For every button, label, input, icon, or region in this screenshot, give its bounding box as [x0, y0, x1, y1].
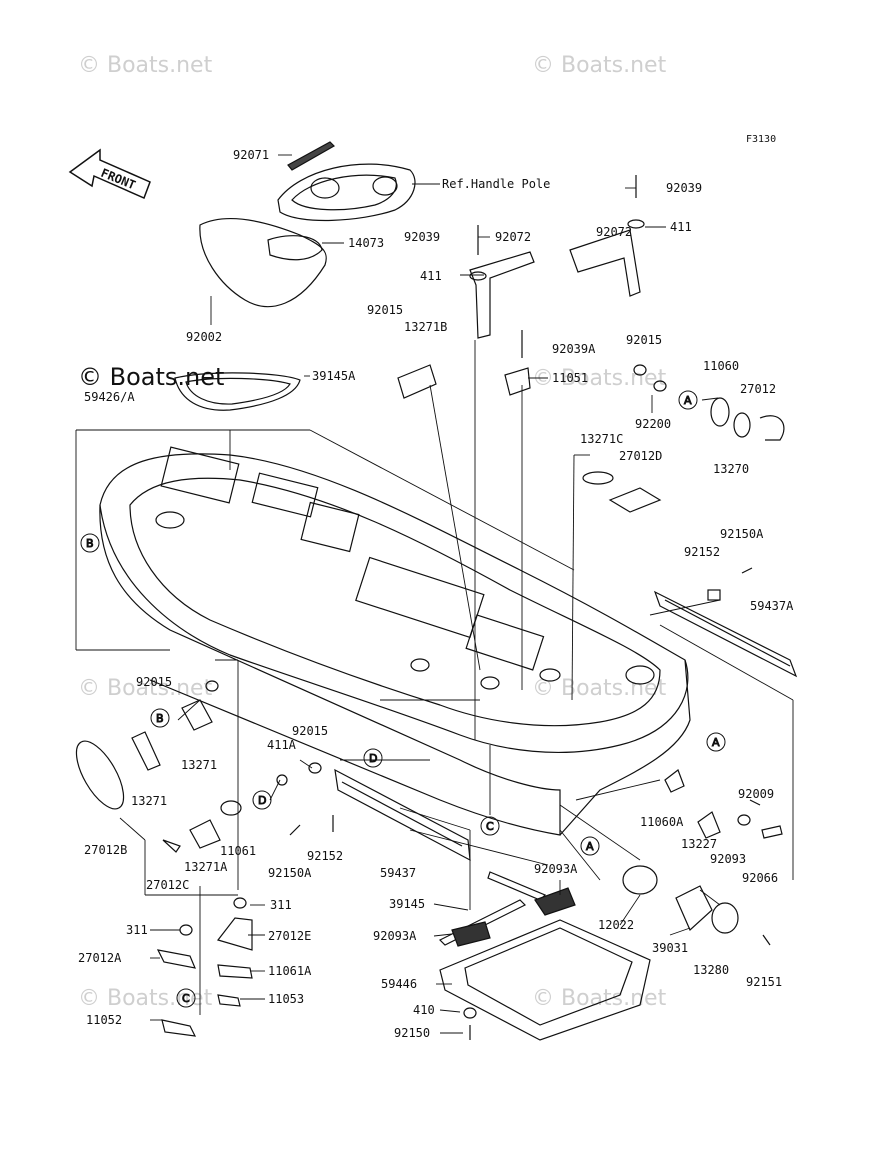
- part-label: 13280: [693, 963, 729, 977]
- part-label: 92066: [742, 871, 778, 885]
- part-label: 92072: [495, 230, 531, 244]
- part-label: 92072: [596, 225, 632, 239]
- part-label: 27012B: [84, 843, 127, 857]
- part-label: 92093: [710, 852, 746, 866]
- part-label: 92152: [684, 545, 720, 559]
- part-label: 92002: [186, 330, 222, 344]
- part-label: 11053: [268, 992, 304, 1006]
- part-label: 27012A: [78, 951, 122, 965]
- ref-handle-pole: Ref.Handle Pole: [442, 177, 550, 191]
- part-label: 92071: [233, 148, 269, 162]
- part-label: 14073: [348, 236, 384, 250]
- watermark: © Boats.net: [532, 676, 667, 701]
- part-label: 411: [670, 220, 692, 234]
- part-label: 92015: [136, 675, 172, 689]
- front-arrow-icon: FRONT: [68, 148, 151, 200]
- circle-letter: D: [369, 752, 377, 765]
- part-label: 59437A: [750, 599, 794, 613]
- part-label: 11060: [703, 359, 739, 373]
- part-label: 13271: [131, 794, 167, 808]
- part-label: 92151: [746, 975, 782, 989]
- circle-letter: A: [586, 840, 594, 853]
- circle-letter: A: [684, 394, 692, 407]
- circle-letter: B: [86, 537, 94, 550]
- part-label: 92015: [367, 303, 403, 317]
- part-label: 92150A: [720, 527, 764, 541]
- part-label: 39145: [389, 897, 425, 911]
- part-label: 13271A: [184, 860, 228, 874]
- part-label: 92093A: [373, 929, 417, 943]
- circle-letter: C: [486, 820, 494, 833]
- part-label: 11060A: [640, 815, 684, 829]
- watermark: © Boats.net: [532, 986, 667, 1011]
- part-label: 411A: [267, 738, 297, 752]
- part-label: 92039: [404, 230, 440, 244]
- part-label: 11061: [220, 844, 256, 858]
- part-label: 311: [270, 898, 292, 912]
- watermark: © Boats.net: [78, 53, 213, 78]
- hull-drawing: [75, 141, 798, 1041]
- part-label: 92039: [666, 181, 702, 195]
- part-label: 92093A: [534, 862, 578, 876]
- part-label: 59446: [381, 977, 417, 991]
- part-label: 11051: [552, 371, 588, 385]
- circle-letter: D: [258, 794, 266, 807]
- part-label: 92150: [394, 1026, 430, 1040]
- part-label: 13271: [181, 758, 217, 772]
- part-label: 59437: [380, 866, 416, 880]
- watermark: © Boats.net: [532, 53, 667, 78]
- part-label: 311: [126, 923, 148, 937]
- watermark: © Boats.net: [78, 363, 224, 391]
- part-label: 12022: [598, 918, 634, 932]
- part-label: 13227: [681, 837, 717, 851]
- part-label: 92150A: [268, 866, 312, 880]
- part-label: 13271C: [580, 432, 623, 446]
- figure-id: F3130: [746, 134, 776, 145]
- watermark: © Boats.net: [78, 986, 213, 1011]
- part-label: 92015: [626, 333, 662, 347]
- leader-lines: [75, 154, 794, 1034]
- part-label: 410: [413, 1003, 435, 1017]
- part-label: 39145A: [312, 369, 356, 383]
- part-label: 13271B: [404, 320, 447, 334]
- part-label: 27012C: [146, 878, 189, 892]
- watermark: © Boats.net: [532, 366, 667, 391]
- part-label: 39031: [652, 941, 688, 955]
- circle-callouts: A B B A D D C A C: [80, 390, 726, 1008]
- part-label: 11061A: [268, 964, 312, 978]
- part-label: 92152: [307, 849, 343, 863]
- circle-letter: B: [156, 712, 164, 725]
- circle-letter: A: [712, 736, 720, 749]
- part-label: 13270: [713, 462, 749, 476]
- part-label: 92200: [635, 417, 671, 431]
- part-label: 11052: [86, 1013, 122, 1027]
- part-label: 27012D: [619, 449, 662, 463]
- part-label: 27012E: [268, 929, 311, 943]
- part-label: 92009: [738, 787, 774, 801]
- part-label: 92015: [292, 724, 328, 738]
- part-label: 59426/A: [84, 390, 135, 404]
- part-label: 27012: [740, 382, 776, 396]
- circle-letter: C: [182, 992, 190, 1005]
- part-label: 92039A: [552, 342, 596, 356]
- part-labels: 92071 92039 14073 92002 92039 92072 9207…: [78, 148, 794, 1040]
- part-label: 411: [420, 269, 442, 283]
